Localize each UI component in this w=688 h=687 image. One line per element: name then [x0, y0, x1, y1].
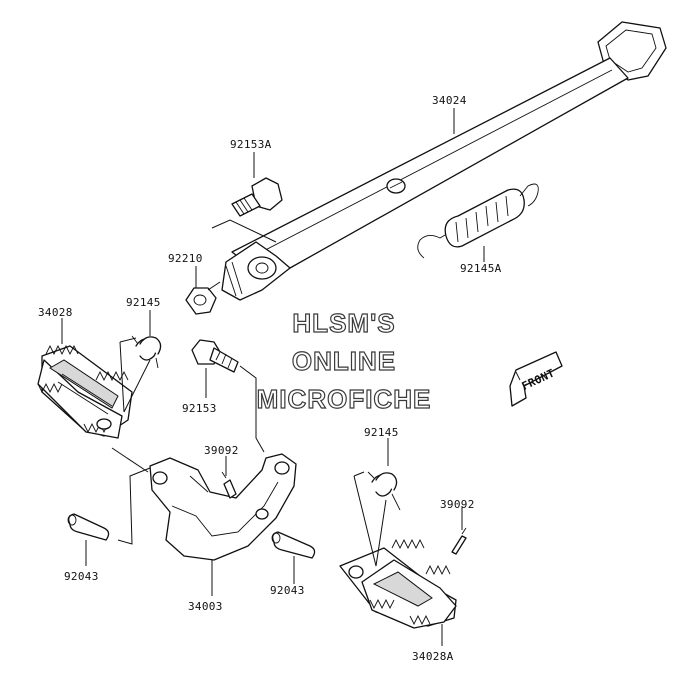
label-39092-left: 39092 — [204, 444, 239, 457]
cotter-pin-39092-left[interactable] — [221, 471, 237, 499]
front-arrow-icon: FRONT — [509, 351, 563, 407]
cotter-pin-39092-right[interactable] — [451, 527, 467, 555]
footpeg-34028[interactable] — [37, 344, 133, 439]
pin-92043-right[interactable] — [271, 531, 316, 559]
label-34024: 34024 — [432, 94, 467, 107]
nut-92210[interactable] — [185, 287, 217, 315]
label-34003: 34003 — [188, 600, 223, 613]
label-34028A: 34028A — [412, 650, 454, 663]
side-stand-34024[interactable] — [221, 21, 667, 301]
bracket-34003[interactable] — [149, 453, 297, 561]
spring-92145-right[interactable] — [353, 471, 401, 567]
spring-92145-left[interactable] — [119, 335, 162, 413]
label-92043-right: 92043 — [270, 584, 305, 597]
label-92153A: 92153A — [230, 138, 272, 151]
watermark-line1: HLSM'S — [292, 308, 395, 338]
bolt-92153[interactable] — [191, 339, 239, 373]
footpeg-34028A[interactable] — [339, 538, 457, 629]
watermark-line3: MICROFICHE — [257, 384, 432, 414]
label-92145-right: 92145 — [364, 426, 399, 439]
label-39092-right: 39092 — [440, 498, 475, 511]
label-92145-left: 92145 — [126, 296, 161, 309]
pin-92043-left[interactable] — [67, 513, 110, 541]
label-34028: 34028 — [38, 306, 73, 319]
label-92043-left: 92043 — [64, 570, 99, 583]
watermark-line2: ONLINE — [292, 346, 396, 376]
bolt-92153A[interactable] — [231, 177, 283, 217]
label-92145A: 92145A — [460, 262, 502, 275]
label-92210: 92210 — [168, 252, 203, 265]
label-92153: 92153 — [182, 402, 217, 415]
spring-92145A[interactable] — [417, 183, 539, 259]
